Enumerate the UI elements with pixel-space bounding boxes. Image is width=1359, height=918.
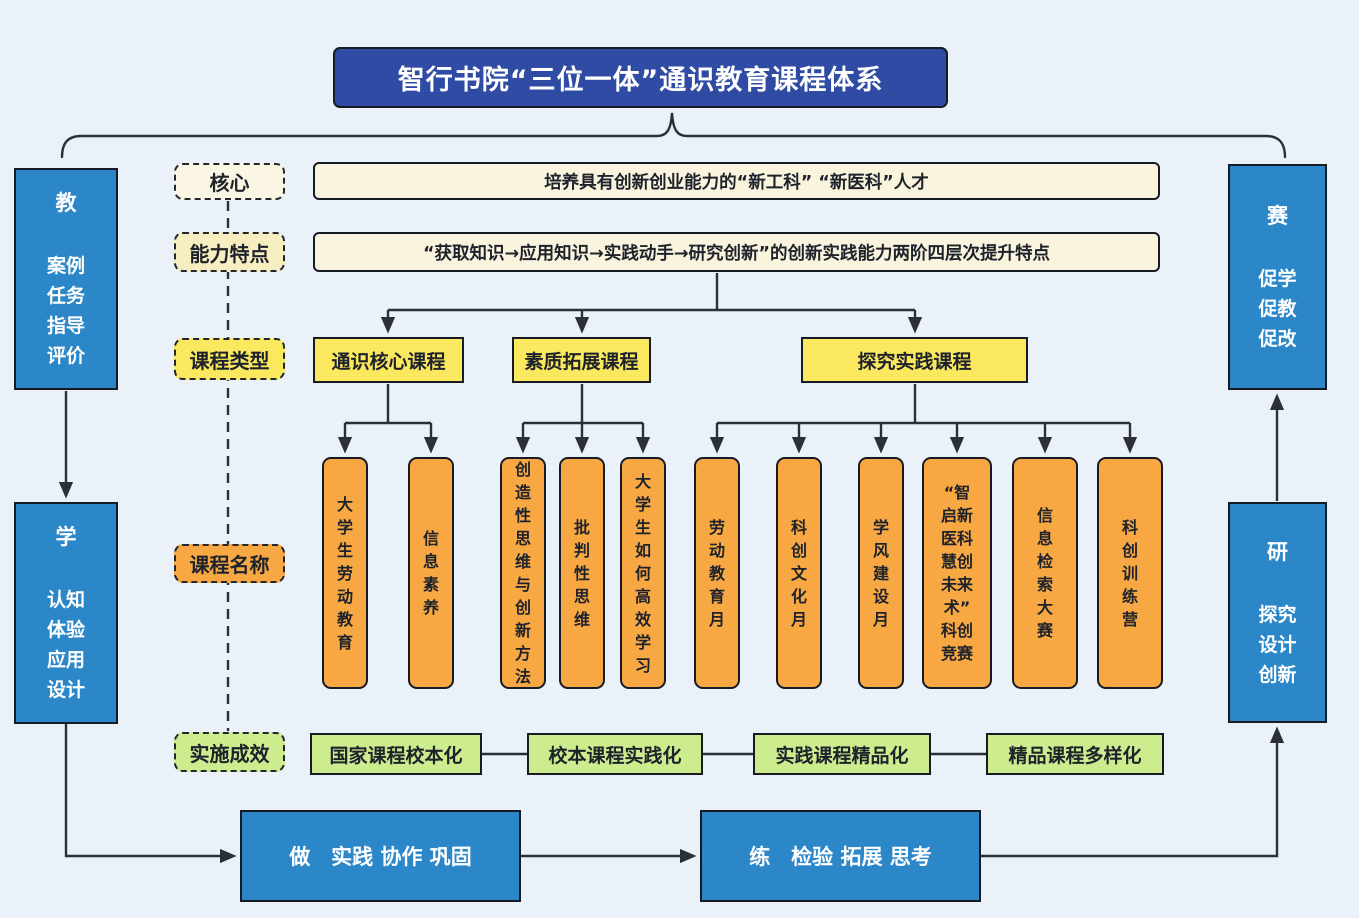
course-type-quality-expansion: 素质拓展课程: [512, 337, 651, 383]
learn-head: 学: [55, 525, 77, 549]
teach-head: 教: [55, 191, 77, 215]
course-label-9: “智启新医科慧创未来术”科创竞赛: [940, 483, 973, 663]
course-label-7: 科创文化月: [790, 517, 807, 629]
course-type-general-core: 通识核心课程: [313, 337, 464, 383]
node-teach: 教 案例 任务 指导 评价: [14, 168, 118, 390]
research-body: 探究 设计 创新: [1258, 603, 1297, 686]
row-label-ability: 能力特点: [174, 232, 285, 272]
node-do: 做 实践 协作 巩固: [240, 810, 521, 902]
learn-body: 认知 体验 应用 设计: [46, 589, 85, 701]
row-label-course-names: 课程名称: [174, 544, 285, 583]
course-box-1: 大学生劳动教育: [322, 457, 368, 689]
course-label-8: 学风建设月: [872, 517, 889, 629]
course-label-6: 劳动教育月: [708, 517, 725, 629]
course-box-3: 创造性思维与创新方法: [500, 457, 546, 689]
diagram-title: 智行书院“三位一体”通识教育课程体系: [333, 47, 948, 108]
research-head: 研: [1267, 539, 1288, 564]
course-box-10: 信息检索大赛: [1012, 457, 1078, 689]
course-label-11: 科创训练营: [1121, 517, 1138, 629]
node-learn: 学 认知 体验 应用 设计: [14, 502, 118, 724]
row-label-core: 核心: [174, 163, 285, 200]
course-label-10: 信息检索大赛: [1036, 506, 1053, 640]
outcome-box-1: 国家课程校本化: [310, 733, 482, 775]
node-research: 研 探究 设计 创新: [1228, 502, 1327, 723]
teach-body: 案例 任务 指导 评价: [46, 255, 85, 367]
course-label-1: 大学生劳动教育: [336, 494, 353, 652]
course-box-2: 信息素养: [408, 457, 454, 689]
course-box-5: 大学生如何高效学习: [620, 457, 666, 689]
course-box-7: 科创文化月: [776, 457, 822, 689]
row-label-outcomes: 实施成效: [174, 732, 285, 772]
outcome-box-4: 精品课程多样化: [986, 733, 1164, 775]
course-type-inquiry-practice: 探究实践课程: [801, 337, 1028, 383]
course-label-2: 信息素养: [422, 529, 439, 617]
compete-head: 赛: [1267, 204, 1288, 228]
course-label-4: 批判性思维: [573, 517, 590, 629]
node-practice: 练 检验 拓展 思考: [700, 810, 981, 902]
course-box-6: 劳动教育月: [694, 457, 740, 689]
course-box-8: 学风建设月: [858, 457, 904, 689]
core-statement: 培养具有创新创业能力的“新工科” “新医科”人才: [313, 162, 1160, 200]
outcome-box-3: 实践课程精品化: [753, 733, 931, 775]
course-box-11: 科创训练营: [1097, 457, 1163, 689]
node-compete: 赛 促学 促教 促改: [1228, 164, 1327, 390]
outcome-box-2: 校本课程实践化: [527, 733, 703, 775]
course-label-5: 大学生如何高效学习: [634, 471, 651, 675]
course-label-3: 创造性思维与创新方法: [514, 460, 531, 686]
compete-body: 促学 促教 促改: [1258, 268, 1297, 350]
course-box-9: “智启新医科慧创未来术”科创竞赛: [922, 457, 992, 689]
course-box-4: 批判性思维: [559, 457, 605, 689]
row-label-course-types: 课程类型: [174, 338, 285, 380]
brace: [60, 112, 1287, 159]
ability-statement: “获取知识→应用知识→实践动手→研究创新”的创新实践能力两阶四层次提升特点: [313, 232, 1160, 272]
